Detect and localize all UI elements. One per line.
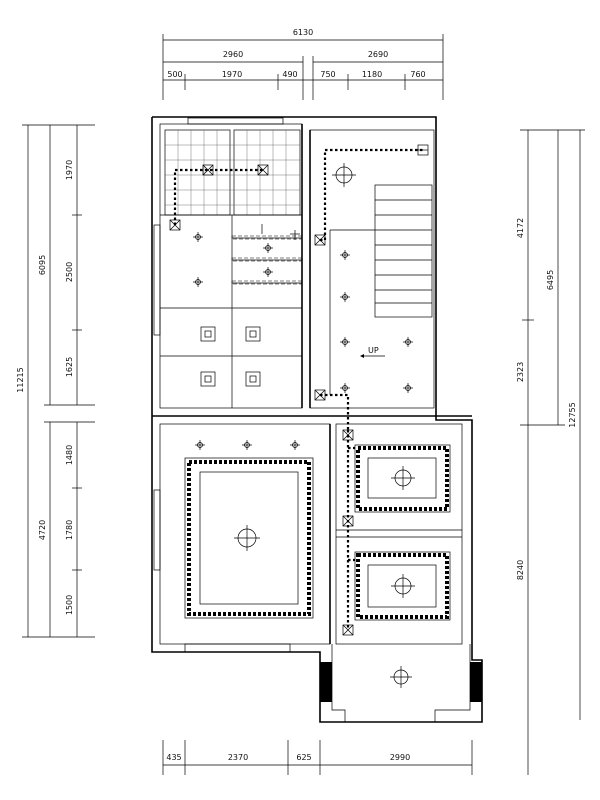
ceiling-lamp-fixtures [234, 163, 415, 688]
dim-top-part-4: 750 [320, 70, 335, 79]
stair-up-label: UP [368, 346, 379, 355]
downlight-fixtures [193, 224, 413, 450]
square-light-icon [202, 164, 214, 176]
dim-top-total: 6130 [293, 28, 313, 37]
square-light-icon [314, 234, 326, 246]
downlight-icon [403, 383, 413, 393]
square-light-icon [245, 371, 261, 387]
dim-bottom-4: 2990 [390, 753, 410, 762]
downlight-icon [263, 243, 273, 253]
square-light-icon [200, 326, 216, 342]
dim-left-part-2: 2500 [65, 262, 74, 282]
downlight-icon [340, 292, 350, 302]
dim-left-part-3: 1625 [65, 357, 74, 377]
dim-left-total: 11215 [16, 367, 25, 392]
building-walls [151, 116, 483, 723]
bottom-dimensions: 435 2370 625 2990 [162, 740, 473, 775]
downlight-icon [195, 440, 205, 450]
ceiling-lamp-icon [391, 466, 415, 490]
dim-left-upper: 6095 [38, 255, 47, 275]
dim-right-lower: 8240 [516, 560, 525, 580]
right-dimensions: 12755 6495 4172 2323 8240 [516, 129, 585, 775]
downlight-icon [193, 277, 203, 287]
upper-left-rooms [160, 214, 303, 408]
bedroom-ceiling-panel-1 [354, 444, 451, 513]
ceiling-lamp-icon [332, 163, 356, 187]
downlight-icon [261, 224, 300, 240]
dim-top-part-5: 1180 [362, 70, 382, 79]
dim-top-part-3: 490 [282, 70, 297, 79]
square-light-icon [342, 624, 354, 636]
dim-left-part-1: 1970 [65, 160, 74, 180]
dim-left-part-5: 1780 [65, 520, 74, 540]
dim-left-lower: 4720 [38, 520, 47, 540]
dim-right-total: 12755 [568, 402, 577, 427]
square-light-icon [169, 219, 181, 231]
downlight-icon [263, 267, 273, 277]
dim-left-part-6: 1500 [65, 595, 74, 615]
dim-top-left: 2960 [223, 50, 243, 59]
dim-bottom-1: 435 [166, 753, 181, 762]
downlight-icon [403, 337, 413, 347]
downlight-icon [242, 440, 252, 450]
staircase: UP [329, 184, 433, 395]
square-light-icon [257, 164, 269, 176]
tile-grid [164, 129, 301, 216]
square-light-icon [342, 429, 354, 441]
ceiling-lamp-icon [390, 666, 412, 688]
bedroom-ceiling-panel-2 [354, 551, 451, 621]
dim-bottom-3: 625 [296, 753, 311, 762]
dim-bottom-2: 2370 [228, 753, 248, 762]
switch-box-icon [417, 144, 429, 156]
downlight-icon [193, 232, 203, 242]
dim-right-upper: 6495 [546, 270, 555, 290]
downlight-icon [340, 383, 350, 393]
square-light-fixtures [169, 164, 354, 636]
ceiling-lamp-icon [391, 574, 415, 598]
living-room-ceiling-panel [184, 457, 314, 619]
top-dimensions: 6130 2960 2690 500 1970 490 750 1180 760 [162, 28, 444, 100]
dim-right-part-1: 4172 [516, 218, 525, 238]
dim-top-part-2: 1970 [222, 70, 242, 79]
square-light-icon [245, 326, 261, 342]
left-dimensions: 11215 6095 4720 1970 2500 1625 1480 1780… [16, 124, 95, 638]
downlight-icon [340, 250, 350, 260]
ceiling-lamp-icon [234, 525, 260, 551]
dim-right-part-2: 2323 [516, 362, 525, 382]
downlight-icon [290, 440, 300, 450]
dim-top-part-6: 760 [410, 70, 425, 79]
square-light-icon [200, 371, 216, 387]
dim-top-right: 2690 [368, 50, 388, 59]
square-light-icon [342, 515, 354, 527]
dim-left-part-4: 1480 [65, 445, 74, 465]
dim-top-part-1: 500 [167, 70, 182, 79]
downlight-icon [340, 337, 350, 347]
square-light-icon [314, 389, 326, 401]
electrical-wiring [173, 148, 425, 630]
